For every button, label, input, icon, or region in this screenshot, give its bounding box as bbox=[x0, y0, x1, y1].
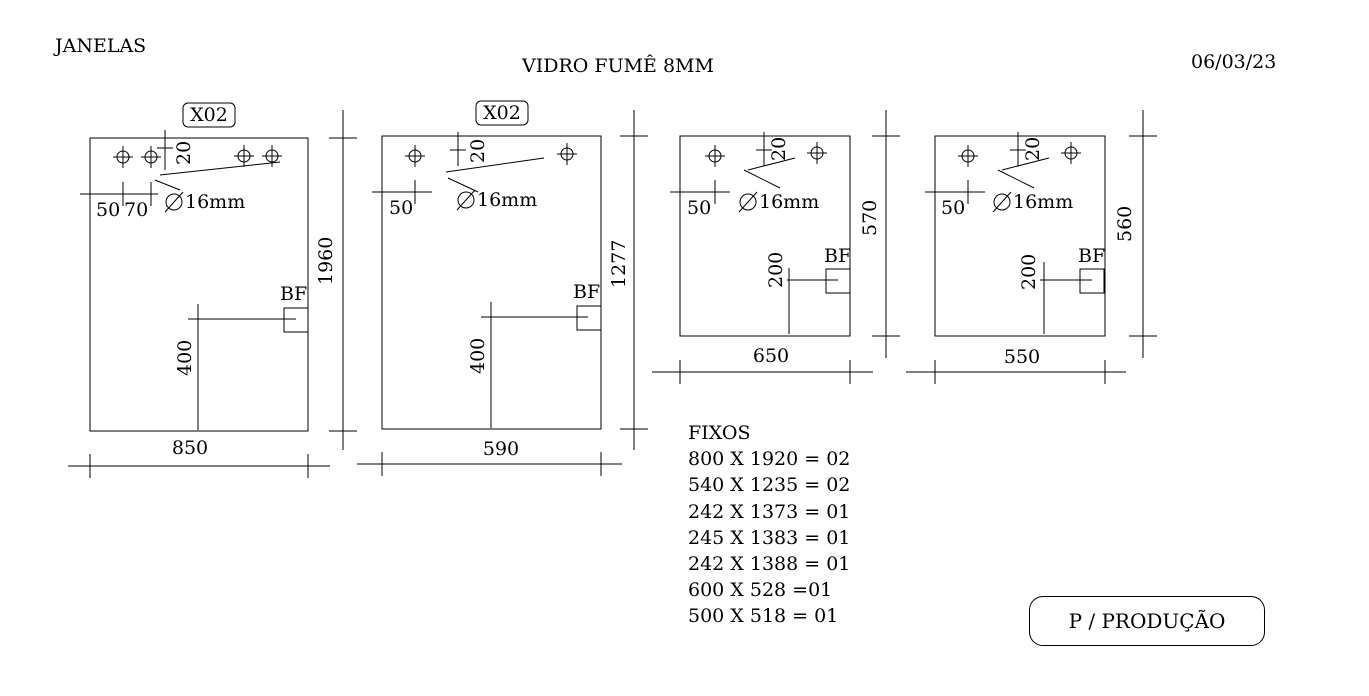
leader-line bbox=[743, 169, 781, 189]
bf-offset-label: 400 bbox=[467, 338, 489, 374]
panel-tag-box bbox=[475, 100, 529, 126]
fixos-item: 242 X 1373 = 01 bbox=[688, 500, 851, 523]
panel-tag: X02 bbox=[483, 102, 521, 124]
leader-line bbox=[159, 161, 281, 176]
panel-height-label: 560 bbox=[1114, 206, 1136, 242]
hole-spacing-label: 20 bbox=[768, 137, 790, 161]
fixos-item: 242 X 1388 = 01 bbox=[688, 553, 851, 576]
panel-width-label: 590 bbox=[483, 438, 519, 460]
leader-line bbox=[1001, 157, 1050, 171]
hole-diameter-callout: 16mm bbox=[738, 191, 819, 213]
glass-spec-title: VIDRO FUMÊ 8MM bbox=[522, 55, 714, 77]
fixos-item: 540 X 1235 = 02 bbox=[688, 474, 851, 497]
diameter-icon bbox=[457, 191, 475, 209]
production-stamp: P / PRODUÇÃO bbox=[1029, 596, 1265, 646]
diameter-slash bbox=[992, 191, 1012, 213]
fixos-item: 500 X 518 = 01 bbox=[688, 605, 839, 628]
panel-outline bbox=[934, 135, 1106, 337]
panel-outline bbox=[381, 135, 602, 430]
fixos-title: FIXOS bbox=[688, 422, 751, 444]
bf-box bbox=[576, 305, 602, 331]
panel-height-label: 570 bbox=[859, 200, 881, 236]
bf-offset-label: 400 bbox=[174, 340, 196, 376]
hole-spacing-label: 20 bbox=[1022, 137, 1044, 161]
leader-line bbox=[747, 157, 796, 171]
leader-line bbox=[997, 169, 1035, 189]
leader-line bbox=[154, 179, 181, 191]
hole-diameter-label: 16mm bbox=[759, 191, 819, 213]
diameter-icon bbox=[739, 193, 757, 211]
bf-label: BF bbox=[1078, 245, 1105, 267]
panel-width-label: 550 bbox=[1004, 346, 1040, 368]
hole-diameter-callout: 16mm bbox=[164, 191, 245, 213]
bf-offset-label: 200 bbox=[1018, 254, 1040, 290]
diameter-slash bbox=[738, 191, 758, 213]
fixos-item: 600 X 528 =01 bbox=[688, 579, 833, 602]
hole-diameter-callout: 16mm bbox=[992, 191, 1073, 213]
hole-spacing-label: 20 bbox=[467, 139, 489, 163]
hole-diameter-label: 16mm bbox=[1013, 191, 1073, 213]
hole-diameter-label: 16mm bbox=[185, 191, 245, 213]
drawing-date: 06/03/23 bbox=[1191, 51, 1277, 73]
panel-width-label: 850 bbox=[172, 437, 208, 459]
bf-box bbox=[283, 307, 309, 333]
fixos-item: 800 X 1920 = 02 bbox=[688, 448, 851, 471]
bf-label: BF bbox=[824, 245, 851, 267]
drawing-category: JANELAS bbox=[55, 35, 147, 57]
panel-tag: X02 bbox=[190, 104, 228, 126]
hole-offset-label: 50 bbox=[96, 199, 120, 221]
hole-spacing-label: 20 bbox=[173, 141, 195, 165]
diameter-slash bbox=[164, 191, 184, 213]
panel-outline bbox=[89, 137, 309, 432]
bf-label: BF bbox=[573, 281, 600, 303]
diameter-slash bbox=[456, 189, 476, 211]
leader-line bbox=[447, 177, 479, 193]
panel-tag-box bbox=[182, 102, 236, 128]
panel-height-label: 1277 bbox=[608, 240, 630, 288]
leader-line bbox=[445, 157, 545, 173]
panel-height-label: 1960 bbox=[315, 237, 337, 285]
hole-offset-label: 50 bbox=[941, 197, 965, 219]
bf-box bbox=[1079, 268, 1105, 294]
fixos-list: FIXOS 800 X 1920 = 02 540 X 1235 = 02 24… bbox=[688, 420, 850, 630]
panel-outline bbox=[679, 135, 851, 337]
hole-offset-label: 70 bbox=[124, 199, 148, 221]
bf-box bbox=[825, 268, 851, 294]
bf-label: BF bbox=[280, 283, 307, 305]
bf-offset-label: 200 bbox=[765, 252, 787, 288]
panel-width-label: 650 bbox=[753, 345, 789, 367]
hole-offset-label: 50 bbox=[687, 197, 711, 219]
diameter-icon bbox=[993, 193, 1011, 211]
fixos-item: 245 X 1383 = 01 bbox=[688, 526, 851, 549]
diameter-icon bbox=[165, 193, 183, 211]
hole-offset-label: 50 bbox=[389, 197, 413, 219]
hole-diameter-label: 16mm bbox=[477, 189, 537, 211]
hole-diameter-callout: 16mm bbox=[456, 189, 537, 211]
